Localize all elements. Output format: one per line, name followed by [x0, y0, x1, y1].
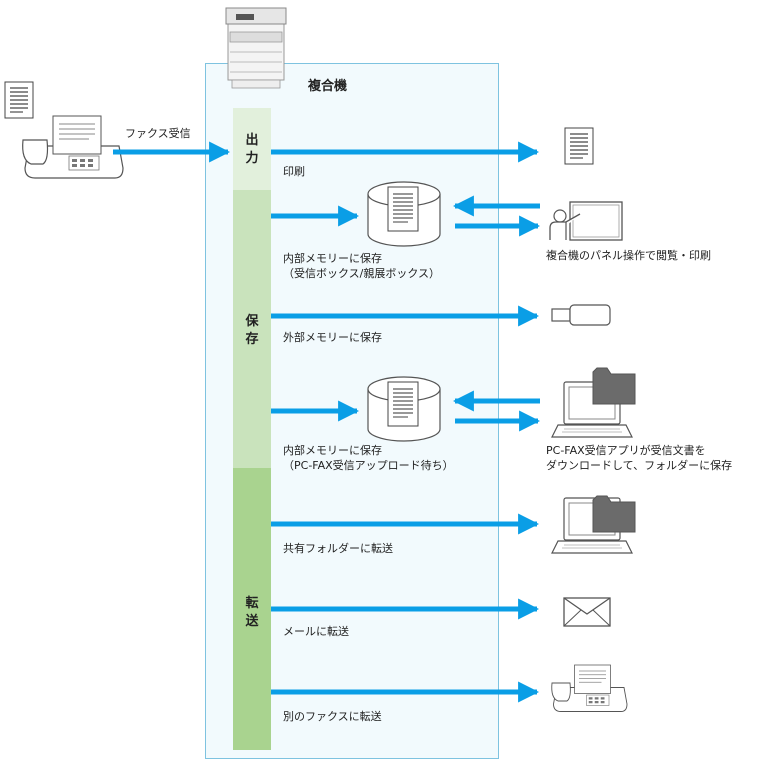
category-transfer: 転送: [245, 596, 259, 629]
internal-memory-box-label: 内部メモリーに保存: [283, 252, 382, 265]
folder-icon: [592, 367, 636, 405]
fax-receive-label: ファクス受信: [125, 127, 191, 140]
category-save: 保存: [245, 314, 259, 347]
band-transfer: [233, 468, 271, 750]
printer-icon: [225, 7, 287, 89]
email-label: メールに転送: [283, 625, 349, 638]
fax-machine-icon: [22, 115, 124, 179]
presenter-panel-icon: [549, 201, 623, 241]
usb-memory-icon: [551, 304, 611, 326]
memory-disk-icon: [367, 181, 441, 247]
printed-document-icon: [564, 127, 594, 165]
incoming-document-icon: [4, 81, 34, 119]
pcfax-dest-line2: ダウンロードして、フォルダーに保存: [546, 459, 733, 472]
category-output: 出力: [245, 133, 259, 166]
envelope-icon: [563, 597, 611, 627]
external-memory-label: 外部メモリーに保存: [283, 331, 382, 344]
internal-memory-box-sublabel: （受信ボックス/親展ボックス）: [283, 267, 441, 280]
memory-disk-icon: [367, 376, 441, 442]
pcfax-dest-line1: PC-FAX受信アプリが受信文書を: [546, 444, 706, 457]
band-output: [233, 108, 271, 190]
internal-memory-pcfax-sublabel: （PC-FAX受信アップロード待ち）: [283, 459, 454, 472]
fax-machine-icon: [551, 664, 628, 712]
shared-folder-label: 共有フォルダーに転送: [283, 542, 393, 555]
band-save: [233, 190, 271, 468]
mfp-title: 複合機: [308, 79, 348, 94]
internal-memory-pcfax-label: 内部メモリーに保存: [283, 444, 382, 457]
print-label: 印刷: [283, 165, 305, 178]
panel-view-print-label: 複合機のパネル操作で閲覧・印刷: [546, 249, 711, 262]
other-fax-label: 別のファクスに転送: [283, 710, 382, 723]
